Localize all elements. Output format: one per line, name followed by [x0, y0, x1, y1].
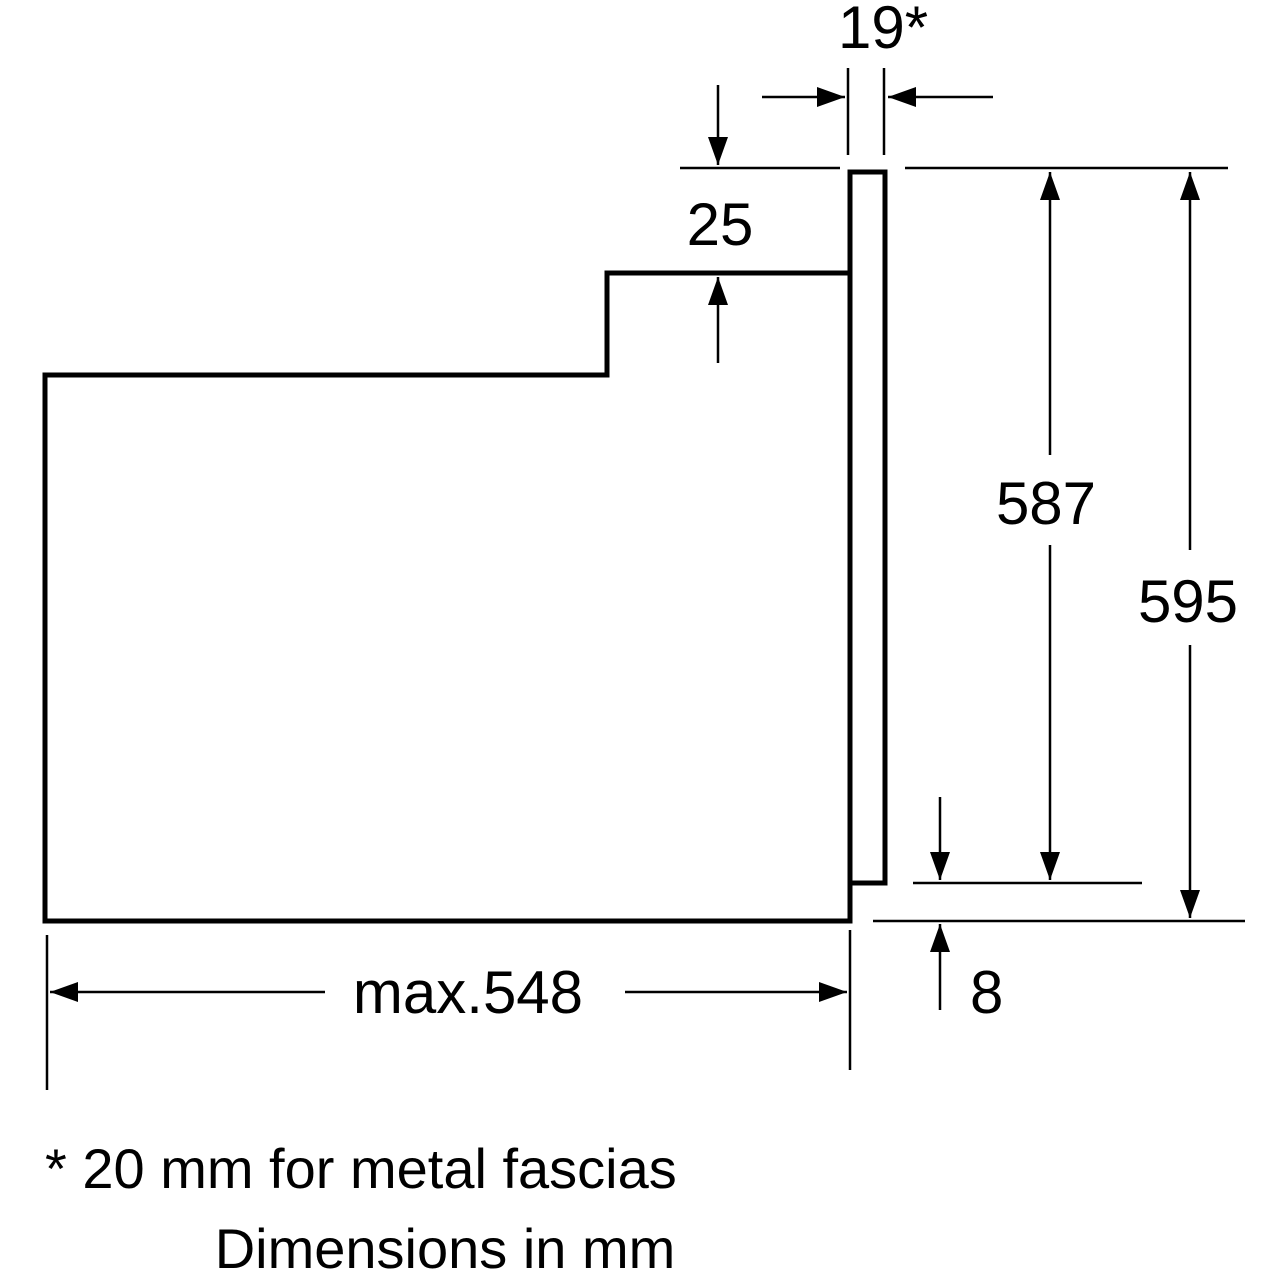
total-height-label: 595	[1138, 568, 1238, 635]
units-note: Dimensions in mm	[215, 1217, 676, 1280]
fascia-thickness-label: 19*	[838, 0, 928, 61]
bottom-gap-label: 8	[970, 959, 1003, 1026]
oven-fascia-outline	[847, 169, 888, 886]
oven-body-outline	[42, 270, 853, 924]
footnote: * 20 mm for metal fascias	[45, 1137, 677, 1200]
door-height-label: 587	[996, 470, 1096, 537]
top-step-label: 25	[687, 191, 754, 258]
depth-label: max.548	[353, 959, 583, 1026]
